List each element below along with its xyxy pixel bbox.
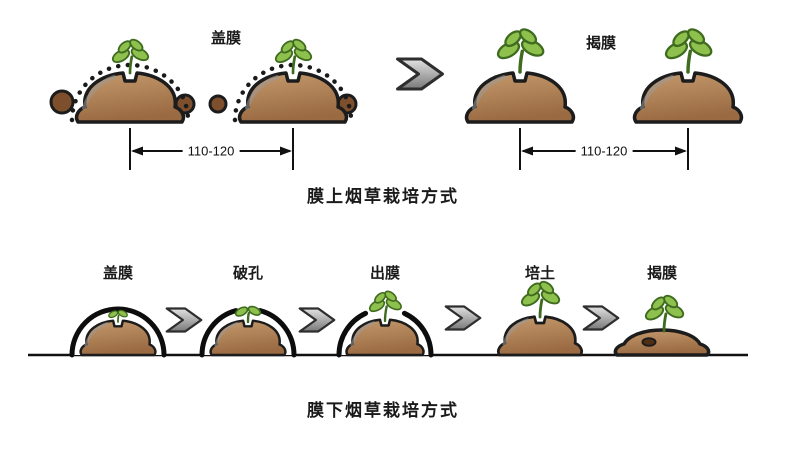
soil-clod-icon [49,89,75,115]
plastic-film-dome [336,310,369,358]
stage-label-remove: 揭膜 [646,265,678,282]
soil-mound [632,71,744,124]
soil-mound [464,71,576,124]
stage-hill-soil [496,278,584,357]
tobacco-seedling-icon [493,24,548,74]
right-arrow-icon [444,305,482,331]
stage-remove-film [613,292,711,357]
stage-cover-film [69,306,167,358]
stage-label-emerge: 出膜 [369,265,401,282]
uncover-film-label: 揭膜 [585,35,617,52]
top-section-title: 膜上烟草栽培方式 [307,187,459,206]
stage-label-cover: 盖膜 [102,265,134,282]
planting-hole-icon [641,337,657,347]
plastic-film-dome [69,306,167,358]
bottom-section-title: 膜下烟草栽培方式 [307,401,459,420]
stage-label-break: 破孔 [232,265,264,282]
right-arrow-icon [165,307,203,333]
cover-film-label: 盖膜 [210,30,242,47]
right-dimension-label: 110-120 [575,143,633,159]
right-arrow-icon [298,307,336,333]
plastic-film-dome [199,308,239,358]
soil-clod-icon [208,94,228,114]
stage-emerge-film [336,288,434,358]
tobacco-seedling-icon [642,292,687,333]
plastic-film-dome [401,310,434,358]
plastic-film-dome [257,308,297,358]
stage-break-hole [199,303,297,358]
soil-mound [496,315,584,357]
left-dimension-label: 110-120 [182,143,240,159]
tobacco-seedling-icon [661,24,716,74]
right-arrow-icon [396,57,444,91]
tobacco-seedling-icon [518,278,563,319]
stage-label-hill: 培土 [524,265,556,282]
right-arrow-icon [582,305,620,331]
soil-mound [613,328,711,357]
top-covered-ridges [49,36,358,124]
